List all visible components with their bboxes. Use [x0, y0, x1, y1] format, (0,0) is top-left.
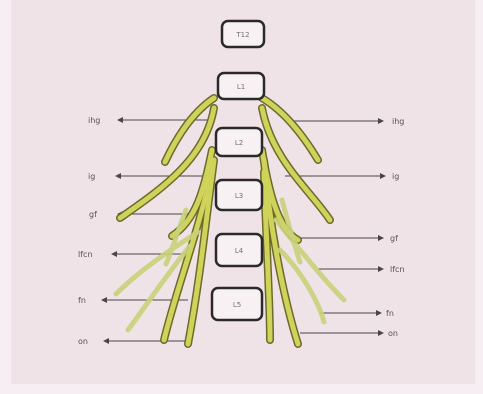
right-labels: ihg ig gf lfcn fn on — [386, 117, 405, 338]
vertebra-label: T12 — [235, 31, 249, 39]
label-right-ihg: ihg — [392, 117, 404, 126]
vertebra-l2: L2 — [216, 128, 262, 156]
label-right-fn: fn — [386, 309, 394, 318]
left-labels: ihg ig gf lfcn fn on — [78, 116, 100, 346]
vertebra-label: L1 — [237, 83, 245, 91]
label-left-ig: ig — [88, 172, 95, 181]
vertebra-label: L5 — [233, 301, 241, 309]
label-right-lfcn: lfcn — [390, 265, 405, 274]
label-left-fn: fn — [78, 296, 86, 305]
vertebra-l1: L1 — [218, 73, 264, 99]
vertebral-column: T12 L1 L2 L3 L4 L5 — [212, 21, 264, 320]
label-left-gf: gf — [89, 210, 97, 219]
vertebra-label: L4 — [235, 247, 244, 255]
vertebra-label: L3 — [235, 192, 243, 200]
vertebra-l5: L5 — [212, 288, 262, 320]
label-right-gf: gf — [390, 234, 398, 243]
label-right-on: on — [388, 329, 398, 338]
vertebra-label: L2 — [235, 139, 243, 147]
vertebra-t12: T12 — [222, 21, 264, 47]
label-left-lfcn: lfcn — [78, 250, 93, 259]
label-left-on: on — [78, 337, 88, 346]
right-arrows — [285, 121, 385, 333]
vertebra-l3: L3 — [216, 180, 262, 210]
label-right-ig: ig — [392, 172, 399, 181]
vertebra-l4: L4 — [216, 234, 262, 266]
label-left-ihg: ihg — [88, 116, 100, 125]
